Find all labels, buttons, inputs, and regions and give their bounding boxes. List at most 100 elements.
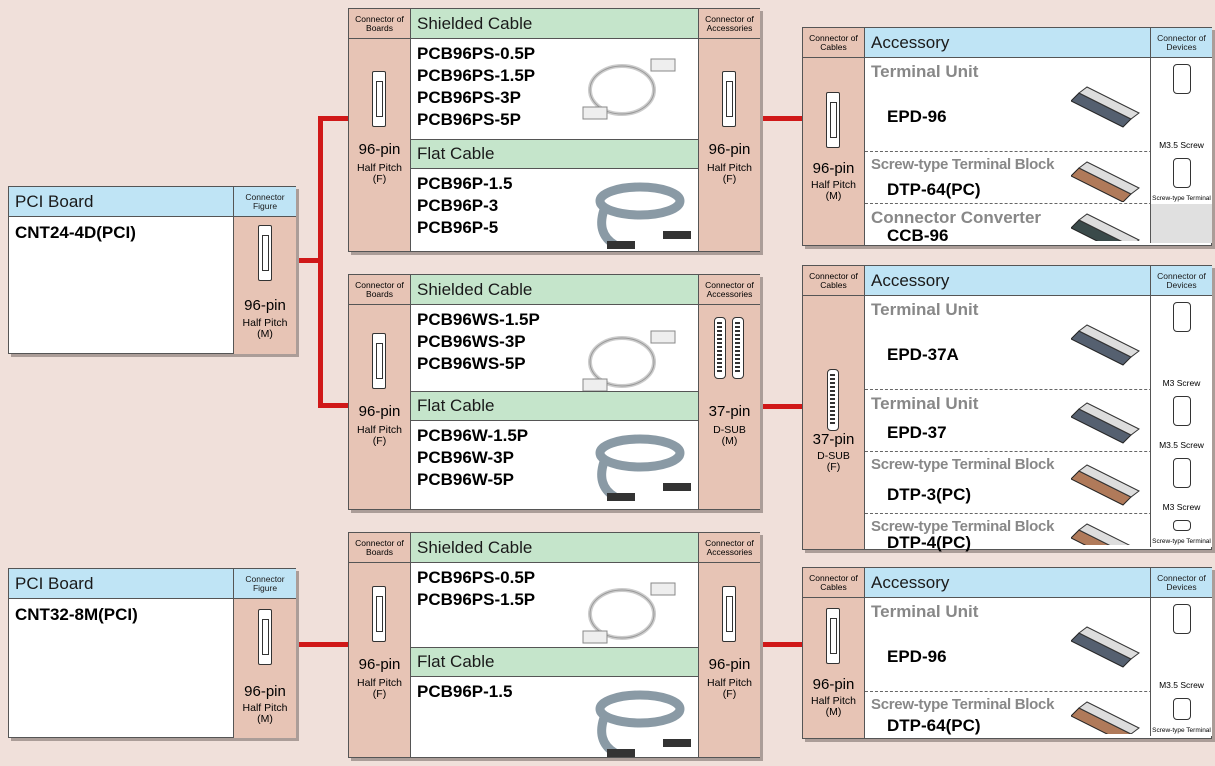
board-connector-column: Connector of Boards96-pinHalf Pitch(F) bbox=[349, 533, 411, 757]
device-connector-cell: M3.5 Screw bbox=[1150, 598, 1212, 692]
connector-of-accessories-header: Connector of Accessories bbox=[699, 275, 760, 305]
accessory-model: EPD-37A bbox=[887, 345, 959, 365]
gender-label: (F) bbox=[699, 689, 760, 700]
connector-of-cables-header: Connector of Cables bbox=[803, 568, 864, 598]
accessory-type: Terminal Unit bbox=[871, 300, 978, 320]
device-connector-label: M3.5 Screw bbox=[1151, 680, 1212, 690]
accessory-model: DTP-3(PC) bbox=[887, 485, 971, 505]
device-connector-cell: M3 Screw bbox=[1150, 452, 1212, 514]
shielded-cable-header: Shielded Cable bbox=[411, 9, 698, 39]
half-pitch-connector-icon bbox=[826, 92, 840, 148]
pci-board-box: PCI Board Connector Figure CNT32-8M(PCI)… bbox=[8, 568, 296, 738]
screw-terminal-icon bbox=[1173, 520, 1191, 531]
shielded-cable-image bbox=[577, 45, 687, 125]
flat-cable-header: Flat Cable bbox=[411, 647, 698, 677]
shielded-cable-image bbox=[577, 569, 687, 649]
half-pitch-connector-icon bbox=[722, 586, 736, 642]
pci-board-header: PCI Board bbox=[9, 569, 233, 599]
pin-count: 96-pin bbox=[349, 403, 410, 420]
connector-of-boards-header: Connector of Boards bbox=[349, 9, 410, 39]
pin-count: 96-pin bbox=[234, 297, 296, 314]
connector-of-devices-header: Connector of Devices bbox=[1150, 568, 1212, 598]
screw-terminal-icon bbox=[1173, 158, 1191, 188]
connector-figure-header: Connector Figure bbox=[233, 187, 296, 217]
shielded-cable-image bbox=[577, 317, 687, 397]
gender-label: (M) bbox=[803, 191, 864, 202]
gender-label: (M) bbox=[803, 707, 864, 718]
flat-cable-image bbox=[585, 681, 695, 761]
half-pitch-connector-icon bbox=[372, 71, 386, 127]
gender-label: (F) bbox=[803, 462, 864, 473]
pin-count: 96-pin bbox=[699, 656, 760, 673]
accessory-row: Screw-type Terminal BlockDTP-4(PC)Screw-… bbox=[865, 514, 1212, 547]
screw-terminal-icon bbox=[1173, 698, 1191, 720]
device-connector-label: M3 Screw bbox=[1151, 378, 1212, 388]
pin-count: 37-pin bbox=[803, 431, 864, 448]
device-connector-label: Screw-type Terminal bbox=[1151, 538, 1212, 545]
device-connector-cell bbox=[1150, 204, 1212, 243]
accessory-row: Terminal UnitEPD-96M3.5 Screw bbox=[865, 598, 1212, 692]
flat-cable-header: Flat Cable bbox=[411, 391, 698, 421]
accessory-type: Terminal Unit bbox=[871, 62, 978, 82]
connector-of-accessories-header: Connector of Accessories bbox=[699, 9, 760, 39]
gender-label: (M) bbox=[234, 329, 296, 340]
connection-line bbox=[318, 403, 348, 408]
board-model: CNT24-4D(PCI) bbox=[15, 223, 136, 243]
device-connector-cell: M3.5 Screw bbox=[1150, 390, 1212, 452]
accessory-model: DTP-4(PC) bbox=[887, 533, 971, 553]
half-pitch-connector-icon bbox=[258, 225, 272, 281]
half-pitch-connector-icon bbox=[826, 608, 840, 664]
accessory-row: Connector ConverterCCB-96 bbox=[865, 204, 1212, 243]
screw-terminal-icon bbox=[1173, 604, 1191, 634]
accessory-image bbox=[1071, 79, 1141, 131]
pin-count: 37-pin bbox=[699, 403, 760, 420]
accessory-image bbox=[1071, 154, 1141, 202]
accessory-image bbox=[1071, 619, 1141, 671]
connection-line bbox=[318, 116, 348, 121]
device-connector-label: Screw-type Terminal bbox=[1151, 727, 1212, 734]
device-connector-cell: Screw-type Terminal bbox=[1150, 514, 1212, 547]
half-pitch-connector-icon bbox=[258, 609, 272, 665]
accessory-group-box: Connector of Cables96-pinHalf Pitch(M)Ac… bbox=[802, 27, 1212, 246]
board-model: CNT32-8M(PCI) bbox=[15, 605, 138, 625]
dsub-connector-icon bbox=[714, 317, 726, 379]
dsub-connector-icon bbox=[827, 369, 839, 431]
connector-of-cables-header: Connector of Cables bbox=[803, 28, 864, 58]
flat-cable-image bbox=[585, 173, 695, 253]
shielded-cable-models: PCB96WS-1.5P PCB96WS-3P PCB96WS-5P bbox=[417, 309, 540, 375]
pin-count: 96-pin bbox=[349, 656, 410, 673]
accessory-connector-column: Connector of Accessories96-pinHalf Pitch… bbox=[698, 9, 760, 251]
accessory-model: EPD-96 bbox=[887, 647, 947, 667]
shielded-cable-models: PCB96PS-0.5P PCB96PS-1.5P PCB96PS-3P PCB… bbox=[417, 43, 535, 131]
half-pitch-connector-icon bbox=[722, 71, 736, 127]
accessory-type: Screw-type Terminal Block bbox=[871, 156, 1054, 173]
accessory-type: Terminal Unit bbox=[871, 602, 978, 622]
pci-board-box: PCI Board Connector Figure CNT24-4D(PCI)… bbox=[8, 186, 296, 354]
accessory-image bbox=[1071, 694, 1141, 734]
board-connector-column: Connector of Boards96-pinHalf Pitch(F) bbox=[349, 275, 411, 509]
flat-cable-models: PCB96P-1.5 PCB96P-3 PCB96P-5 bbox=[417, 173, 512, 239]
gender-label: (M) bbox=[234, 714, 296, 725]
board-connector-column: Connector of Boards96-pinHalf Pitch(F) bbox=[349, 9, 411, 251]
accessory-model: CCB-96 bbox=[887, 226, 948, 246]
pin-count: 96-pin bbox=[803, 160, 864, 177]
connector-of-devices-header: Connector of Devices bbox=[1150, 266, 1212, 296]
accessory-image bbox=[1071, 516, 1141, 545]
flat-cable-image bbox=[585, 425, 695, 505]
gender-label: (F) bbox=[349, 436, 410, 447]
accessory-image bbox=[1071, 395, 1141, 447]
pin-count: 96-pin bbox=[234, 683, 296, 700]
half-pitch-connector-icon bbox=[372, 333, 386, 389]
pin-count: 96-pin bbox=[699, 141, 760, 158]
accessory-image bbox=[1071, 206, 1141, 241]
gender-label: (F) bbox=[349, 174, 410, 185]
gender-label: (F) bbox=[349, 689, 410, 700]
accessory-row: Terminal UnitEPD-37A M3 Screw bbox=[865, 296, 1212, 390]
half-pitch-connector-icon bbox=[372, 586, 386, 642]
